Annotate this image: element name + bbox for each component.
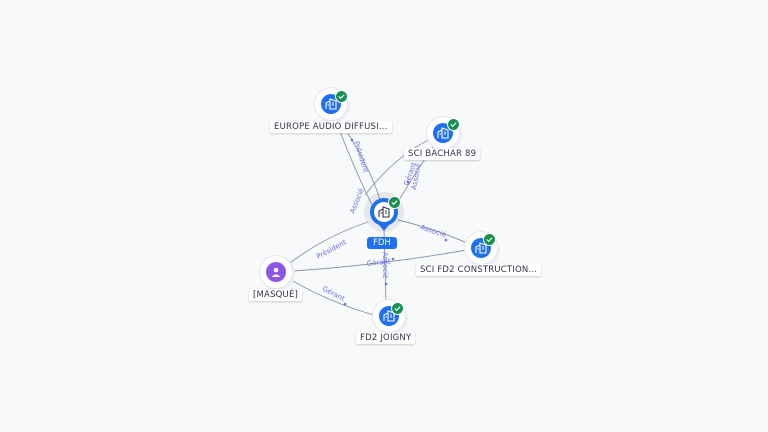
edge-arrow xyxy=(391,257,395,261)
node-label-sci-fd2-construction[interactable]: SCI FD2 CONSTRUCTION... xyxy=(416,264,542,276)
edge-arrow xyxy=(444,238,448,242)
verified-check-icon xyxy=(335,90,348,103)
edge-arrow xyxy=(406,180,410,184)
verified-check-icon xyxy=(388,196,401,209)
node-label-masque[interactable]: [MASQUÉ] xyxy=(249,289,303,301)
edge-label-europe-president: Président xyxy=(352,140,370,174)
edge-label-joigny-associe: Associé xyxy=(381,252,389,278)
node-label-fd2-joigny[interactable]: FD2 JOIGNY xyxy=(356,332,416,344)
edge-fdh-europe-associe xyxy=(331,109,381,201)
edge-label-masque-gerant-fd2c: Gérant xyxy=(366,257,391,267)
pin-tip xyxy=(379,225,389,231)
edge-masque-fd2construction xyxy=(277,247,479,273)
node-label-fdh[interactable]: FDH xyxy=(367,237,397,249)
edge-masque-fdh xyxy=(277,221,369,273)
edge-arrow xyxy=(350,138,354,142)
edge-fdh-europe-president xyxy=(331,109,373,206)
edge-label-fd2c-associe: Associé xyxy=(419,223,447,239)
edge-arrow xyxy=(343,302,347,306)
node-label-europe-audio[interactable]: EUROPE AUDIO DIFFUSI... xyxy=(270,121,392,133)
edge-label-masque-gerant-joigny: Gérant xyxy=(321,285,346,303)
edge-arrow xyxy=(384,282,388,286)
edge-label-masque-president: Président xyxy=(315,238,348,261)
verified-check-icon xyxy=(391,302,404,315)
verified-check-icon xyxy=(447,118,460,131)
verified-check-icon xyxy=(483,233,496,246)
person-icon xyxy=(266,262,286,282)
node-label-sci-bachar[interactable]: SCI BACHAR 89 xyxy=(404,148,481,160)
